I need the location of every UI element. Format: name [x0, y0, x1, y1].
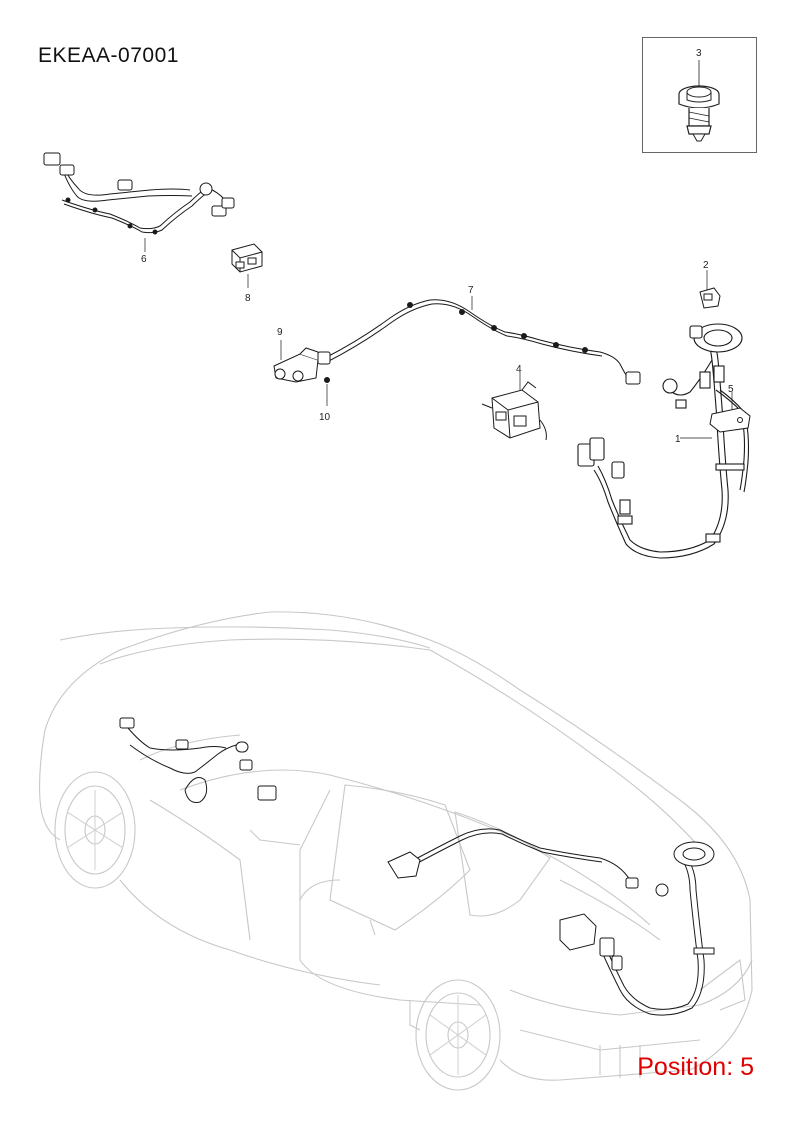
bolt-icon: 3 [678, 48, 720, 142]
callout-8: 8 [245, 293, 251, 304]
roof-harness [317, 296, 641, 385]
callout-5: 6 [141, 254, 147, 265]
callout-10: 10 [319, 412, 331, 423]
callout-3: 3 [696, 48, 702, 59]
page-code: EKEAA-07001 [38, 44, 179, 67]
callout-6: 7 [468, 285, 474, 296]
callout-9: 9 [277, 327, 283, 338]
door-connector-part [273, 340, 319, 383]
callout-1: 1 [675, 434, 681, 445]
fastener-part [324, 377, 330, 406]
main-rear-harness [577, 323, 750, 559]
mounting-bracket-part [709, 392, 751, 433]
connector-block-part [231, 243, 263, 288]
installed-harness-overlay [119, 717, 715, 1016]
fastener-detail-inset: 3 [642, 37, 757, 153]
front-harness [43, 152, 235, 252]
relay-module-part [481, 372, 547, 441]
connector-bracket-part [699, 270, 721, 309]
position-label: Position: 5 [637, 1053, 754, 1081]
callout-7: 5 [728, 384, 734, 395]
callout-2: 2 [703, 260, 709, 271]
vehicle-outline [39, 611, 753, 1091]
callout-4: 4 [516, 364, 522, 375]
